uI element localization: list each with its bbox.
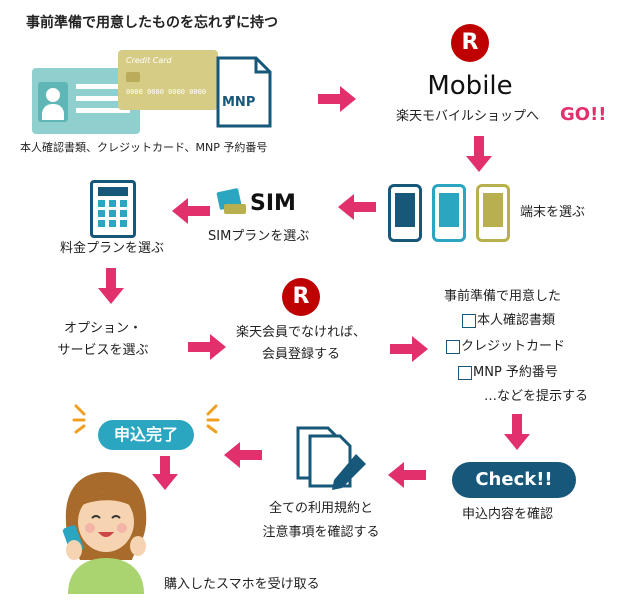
completion-badge: 申込完了 (98, 420, 194, 450)
arrow-right (318, 86, 356, 112)
mnp-document-icon (216, 56, 272, 128)
rakuten-logo: R (451, 24, 489, 62)
step8-footer: …などを提示する (484, 389, 589, 404)
checklist-item: MNP 予約番号 (473, 365, 558, 380)
arrow-left (224, 442, 262, 468)
arrow-left (388, 462, 426, 488)
checklist-item: 本人確認書類 (477, 313, 556, 328)
document-pen-icon (296, 426, 366, 490)
step7-line2: 会員登録する (261, 347, 340, 362)
arrow-right (390, 336, 428, 362)
sparkle-icon (206, 404, 220, 434)
step7-line1: 楽天会員でなければ、 (235, 325, 366, 340)
step10-line1: 全ての利用規約と (268, 501, 373, 516)
phone-icon-teal (432, 184, 466, 242)
arrow-left (172, 198, 210, 224)
mnp-document-label: MNP (222, 95, 256, 110)
step6-line2: サービスを選ぶ (57, 343, 149, 358)
arrow-down (152, 456, 178, 490)
step9-text: 申込内容を確認 (462, 507, 554, 522)
rakuten-logo: R (282, 278, 320, 316)
step1-caption: 本人確認書類、クレジットカード、MNP 予約番号 (20, 141, 268, 154)
phone-icon-navy (388, 184, 422, 242)
sparkle-icon (72, 404, 86, 434)
sim-logo: SIM (250, 191, 296, 216)
checkbox-icon (458, 366, 472, 380)
mobile-brand-name: Mobile (427, 71, 513, 101)
step3-text: 端末を選ぶ (520, 205, 586, 220)
arrow-down (98, 268, 124, 304)
step4-text: SIMプランを選ぶ (208, 229, 310, 244)
step1-title: 事前準備で用意したものを忘れずに持つ (26, 15, 278, 31)
checkbox-icon (462, 314, 476, 328)
step11-text: 購入したスマホを受け取る (164, 577, 320, 592)
step2-text: 楽天モバイルショップへ (396, 109, 540, 124)
arrow-down (504, 414, 530, 450)
checkbox-icon (446, 340, 460, 354)
step8-title: 事前準備で用意した (444, 289, 562, 304)
step5-text: 料金プランを選ぶ (60, 241, 165, 256)
checklist-item: クレジットカード (461, 339, 566, 354)
smiling-person-illustration (62, 472, 147, 594)
arrow-down (466, 136, 492, 172)
step2-go: GO!! (560, 104, 607, 125)
step6-line1: オプション・ (63, 321, 142, 336)
phone-icon-olive (476, 184, 510, 242)
check-badge: Check!! (452, 462, 576, 498)
arrow-left (338, 194, 376, 220)
step10-line2: 注意事項を確認する (262, 525, 380, 540)
credit-card-icon: Credit Card 0000 0000 0000 0000 (118, 50, 218, 110)
arrow-right (188, 334, 226, 360)
credit-card-number: 0000 0000 0000 0000 (126, 88, 207, 96)
calculator-icon (90, 180, 136, 238)
credit-card-label: Credit Card (126, 56, 172, 65)
